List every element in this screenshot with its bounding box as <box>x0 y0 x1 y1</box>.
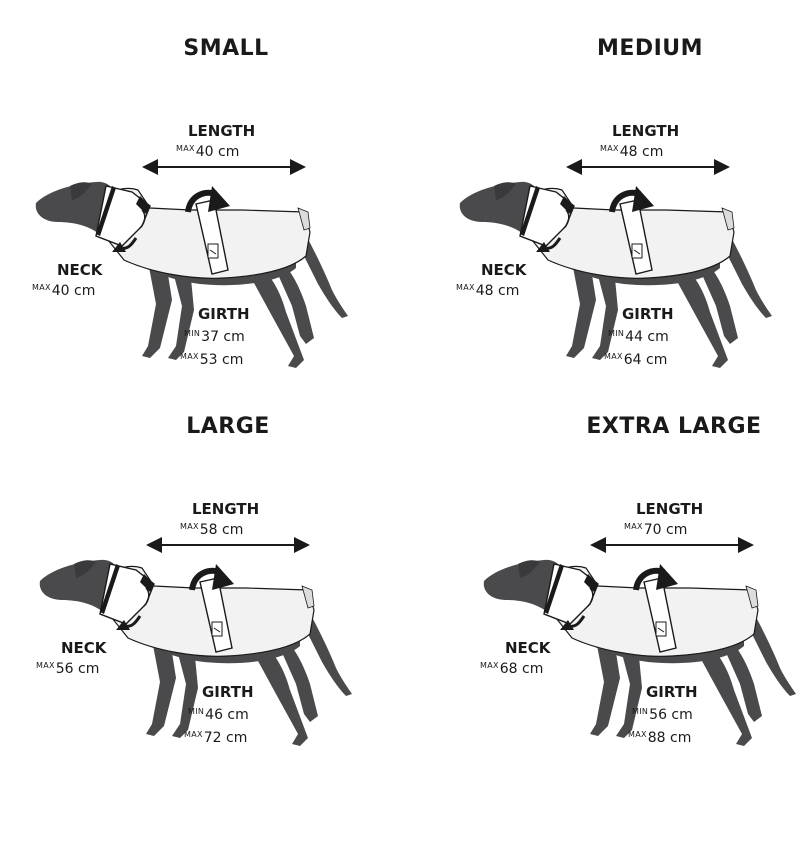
neck-curved-arrow-icon <box>116 587 150 630</box>
neck-value: MAX40 cm <box>32 283 96 299</box>
length-value: MAX70 cm <box>624 522 688 538</box>
length-value: MAX40 cm <box>176 144 240 160</box>
girth-min-value: MIN37 cm <box>184 329 245 345</box>
dog-coat-illustration <box>483 537 796 746</box>
size-title: MEDIUM <box>596 36 704 61</box>
girth-label: GIRTH <box>198 305 250 323</box>
dog-coat-icon <box>519 185 735 279</box>
neck-value: MAX68 cm <box>480 661 544 677</box>
length-value: MAX58 cm <box>180 522 244 538</box>
girth-max-value: MAX72 cm <box>184 730 248 746</box>
girth-curved-arrow-icon <box>609 186 654 213</box>
dog-silhouette-icon <box>39 559 352 746</box>
girth-max-value: MAX64 cm <box>604 352 668 368</box>
girth-max-value: MAX88 cm <box>628 730 692 746</box>
girth-max-value: MAX53 cm <box>180 352 244 368</box>
length-label: LENGTH <box>188 122 256 140</box>
neck-curved-arrow-icon <box>112 209 146 252</box>
girth-min-value: MIN56 cm <box>632 707 693 723</box>
neck-value: MAX56 cm <box>36 661 100 677</box>
size-panel-extra-large: EXTRA LARGE LENGTH MAX70 cm <box>448 378 804 778</box>
dog-coat-icon <box>543 563 759 657</box>
neck-curved-arrow-icon <box>536 209 570 252</box>
length-label: LENGTH <box>192 500 260 518</box>
neck-label: NECK <box>481 261 527 279</box>
length-value: MAX48 cm <box>600 144 664 160</box>
size-title: LARGE <box>186 414 270 439</box>
size-panel-medium: MEDIUM LENGTH MAX48 cm NECK <box>424 0 804 400</box>
length-label: LENGTH <box>612 122 680 140</box>
girth-curved-arrow-icon <box>633 564 678 591</box>
neck-label: NECK <box>57 261 103 279</box>
girth-label: GIRTH <box>646 683 698 701</box>
dog-coat-illustration <box>39 537 352 746</box>
size-title: SMALL <box>183 36 269 61</box>
girth-label: GIRTH <box>622 305 674 323</box>
girth-label: GIRTH <box>202 683 254 701</box>
dog-coat-icon <box>95 185 311 279</box>
size-panel-large: LARGE LENGTH MAX58 cm NECK <box>4 378 406 778</box>
girth-min-value: MIN44 cm <box>608 329 669 345</box>
girth-curved-arrow-icon <box>189 564 234 591</box>
dog-coat-illustration <box>35 159 348 368</box>
neck-label: NECK <box>61 639 107 657</box>
neck-value: MAX48 cm <box>456 283 520 299</box>
girth-curved-arrow-icon <box>185 186 230 213</box>
length-label: LENGTH <box>636 500 704 518</box>
neck-curved-arrow-icon <box>560 587 594 630</box>
girth-min-value: MIN46 cm <box>188 707 249 723</box>
dog-coat-illustration <box>459 159 772 368</box>
dog-coat-icon <box>99 563 315 657</box>
size-panel-small: SMALL LENGTH MAX40 cm NECK <box>0 0 402 400</box>
size-title: EXTRA LARGE <box>586 414 762 439</box>
neck-label: NECK <box>505 639 551 657</box>
